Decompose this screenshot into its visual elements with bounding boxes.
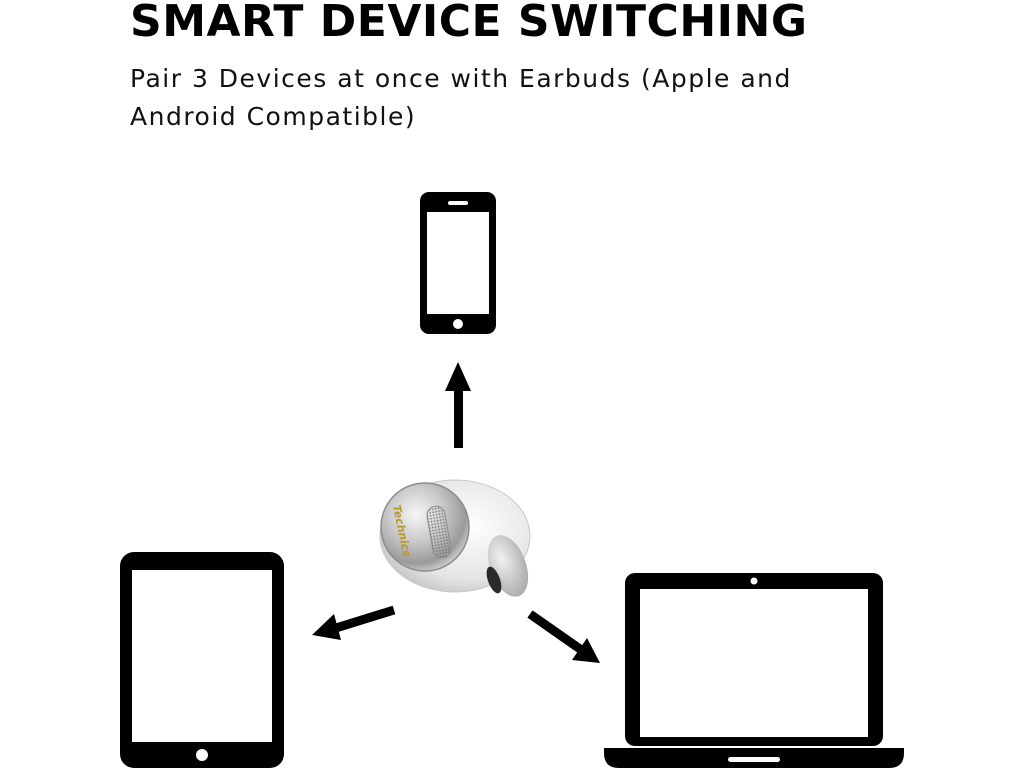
arrow-right-icon — [527, 610, 600, 663]
laptop-icon — [604, 573, 904, 768]
earbud-icon: Technics — [379, 479, 531, 597]
smartphone-icon — [420, 192, 496, 334]
page-title: SMART DEVICE SWITCHING — [130, 0, 808, 47]
arrow-up-icon — [445, 362, 471, 448]
page-subtitle: Pair 3 Devices at once with Earbuds (App… — [130, 64, 792, 131]
tablet-icon — [120, 552, 284, 768]
arrow-left-icon — [312, 605, 396, 640]
